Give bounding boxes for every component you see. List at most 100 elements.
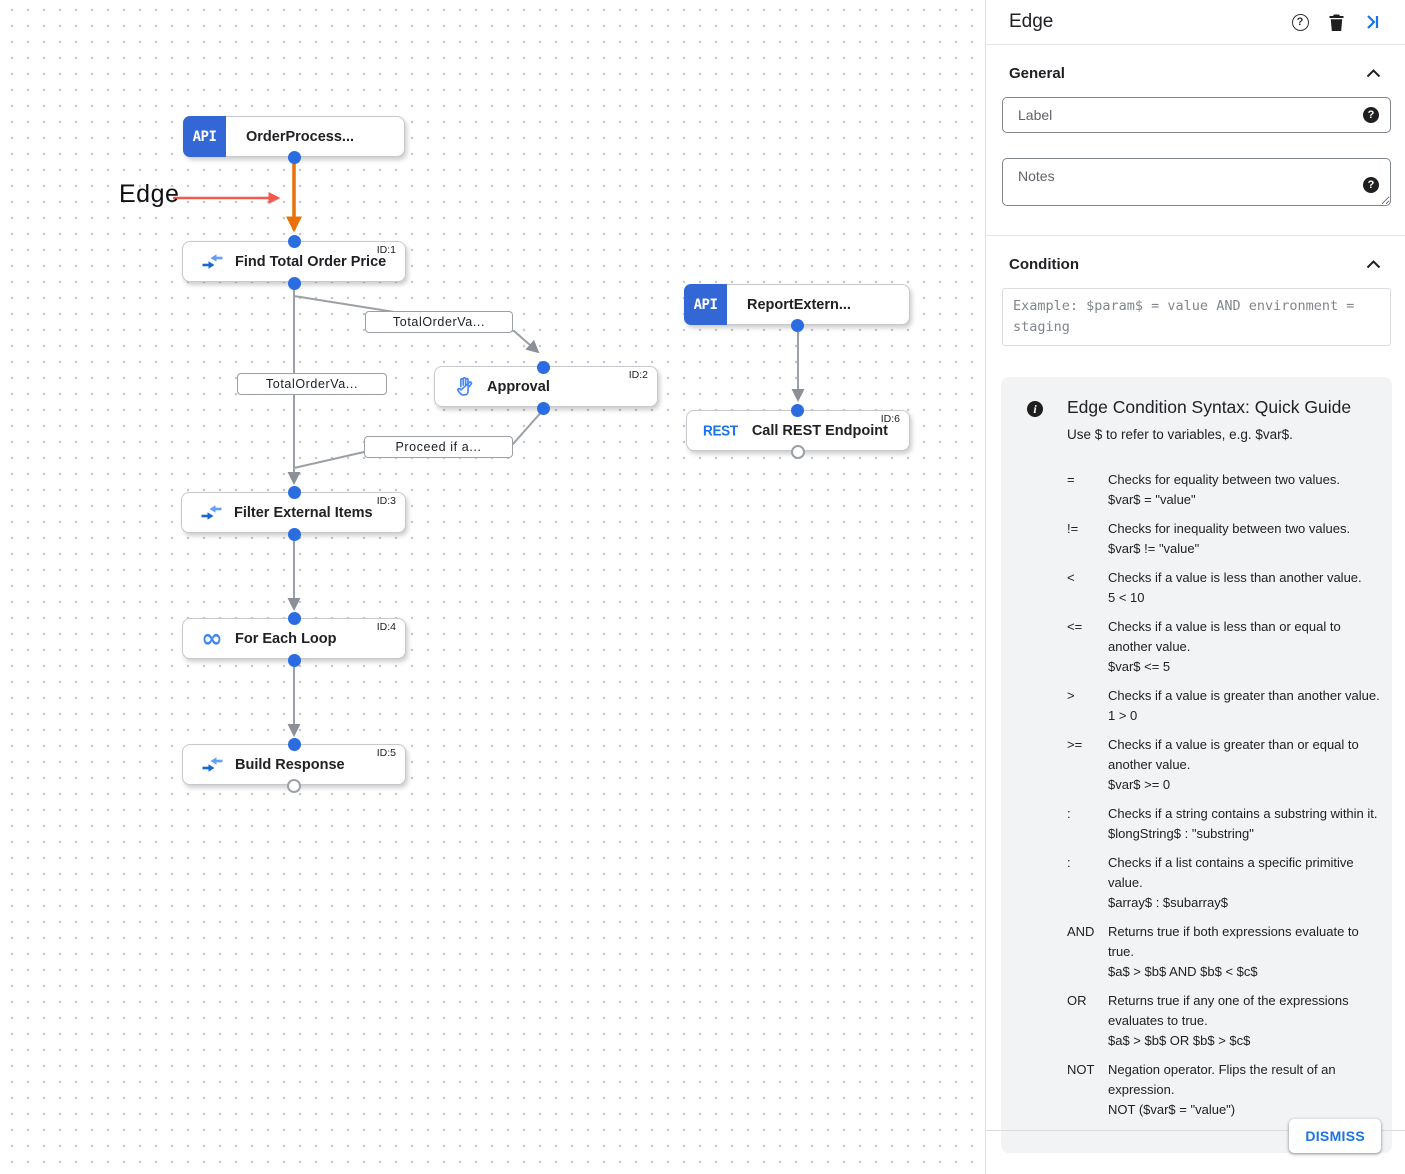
node-report-extern-trigger[interactable]: API ReportExtern... bbox=[684, 284, 910, 325]
notes-input[interactable] bbox=[1002, 158, 1391, 206]
edge-label-proceed-if[interactable]: Proceed if a... bbox=[364, 436, 513, 458]
notes-field-wrap bbox=[1002, 158, 1391, 211]
node-id-badge: ID:4 bbox=[376, 621, 396, 633]
delete-edge-button[interactable] bbox=[1325, 11, 1347, 33]
edge-config-panel: Edge General Condition Edge bbox=[985, 0, 1405, 1174]
guide-operator: > bbox=[1067, 688, 1075, 703]
data-mapping-icon bbox=[198, 504, 224, 521]
label-input[interactable] bbox=[1002, 97, 1391, 133]
edge-label-total-order-2[interactable]: TotalOrderVa... bbox=[237, 373, 387, 395]
help-filled-icon[interactable] bbox=[1363, 107, 1379, 123]
port-out-empty[interactable] bbox=[791, 445, 805, 459]
guide-example: $var$ = "value" bbox=[1108, 492, 1196, 507]
guide-example: $var$ >= 0 bbox=[1108, 777, 1171, 792]
guide-description: Checks if a value is less than or equal … bbox=[1108, 617, 1382, 677]
guide-row: < Checks if a value is less than another … bbox=[1067, 568, 1382, 608]
guide-operator: < bbox=[1067, 570, 1075, 585]
chevron-up-icon bbox=[1366, 69, 1381, 78]
guide-operator: <= bbox=[1067, 619, 1083, 634]
guide-operator: : bbox=[1067, 806, 1071, 821]
guide-operator: = bbox=[1067, 472, 1075, 487]
data-mapping-icon bbox=[199, 756, 225, 773]
dismiss-button[interactable]: DISMISS bbox=[1289, 1119, 1381, 1153]
node-label: Filter External Items bbox=[234, 504, 373, 521]
condition-section-title: Condition bbox=[1009, 256, 1079, 273]
port-in[interactable] bbox=[288, 235, 301, 248]
port-in[interactable] bbox=[288, 738, 301, 751]
port-out-empty[interactable] bbox=[287, 779, 301, 793]
guide-description: Checks if a value is greater than anothe… bbox=[1108, 686, 1382, 726]
panel-title: Edge bbox=[1009, 11, 1054, 32]
port-in[interactable] bbox=[288, 612, 301, 625]
port-out[interactable] bbox=[288, 528, 301, 541]
port-out[interactable] bbox=[288, 277, 301, 290]
guide-operator: >= bbox=[1067, 737, 1083, 752]
port-in[interactable] bbox=[537, 361, 550, 374]
guide-description: Checks if a value is less than another v… bbox=[1108, 568, 1382, 608]
guide-description: Returns true if both expressions evaluat… bbox=[1108, 922, 1382, 982]
trash-icon bbox=[1329, 14, 1343, 31]
node-id-badge: ID:6 bbox=[880, 413, 900, 425]
guide-title: Edge Condition Syntax: Quick Guide bbox=[1067, 397, 1352, 417]
guide-row: >= Checks if a value is greater than or e… bbox=[1067, 735, 1382, 795]
workflow-canvas[interactable]: Edge API OrderProcess... ID:1 Find Total… bbox=[0, 0, 985, 1174]
edge-annotation-label: Edge bbox=[119, 180, 180, 208]
condition-syntax-guide-card: Edge Condition Syntax: Quick Guide Use $… bbox=[1001, 377, 1392, 1153]
guide-description: Checks if a value is greater than or equ… bbox=[1108, 735, 1382, 795]
port-out[interactable] bbox=[791, 319, 804, 332]
guide-example: $var$ <= 5 bbox=[1108, 659, 1171, 674]
collapse-general-button[interactable] bbox=[1366, 69, 1381, 78]
guide-description: Checks for inequality between two values… bbox=[1108, 519, 1382, 559]
guide-row: =Checks for equality between two values.… bbox=[1067, 470, 1382, 510]
collapse-panel-button[interactable] bbox=[1361, 11, 1383, 33]
node-order-process-trigger[interactable]: API OrderProcess... bbox=[183, 116, 405, 157]
guide-operator: NOT bbox=[1067, 1062, 1095, 1077]
guide-example: 5 < 10 bbox=[1108, 590, 1145, 605]
loop-infinity-icon: ∞ bbox=[201, 623, 223, 654]
guide-example: $longString$ : "substring" bbox=[1108, 826, 1254, 841]
condition-input[interactable] bbox=[1002, 288, 1391, 346]
node-id-badge: ID:5 bbox=[376, 747, 396, 759]
guide-row: :Checks if a string contains a substring… bbox=[1067, 804, 1382, 844]
port-in[interactable] bbox=[288, 486, 301, 499]
guide-operator: != bbox=[1067, 521, 1079, 536]
guide-description: Negation operator. Flips the result of a… bbox=[1108, 1060, 1382, 1120]
edges-layer bbox=[173, 158, 805, 737]
guide-row: <= Checks if a value is less than or equa… bbox=[1067, 617, 1382, 677]
condition-field-wrap bbox=[1002, 288, 1391, 351]
node-id-badge: ID:3 bbox=[376, 495, 396, 507]
guide-description: Returns true if any one of the expressio… bbox=[1108, 991, 1382, 1051]
port-out[interactable] bbox=[288, 654, 301, 667]
general-section-title: General bbox=[1009, 65, 1065, 82]
guide-description: Checks if a list contains a specific pri… bbox=[1108, 853, 1382, 913]
divider bbox=[986, 235, 1405, 236]
guide-example: $var$ != "value" bbox=[1108, 541, 1200, 556]
edge-label-total-order-1[interactable]: TotalOrderVa... bbox=[365, 311, 513, 333]
divider bbox=[986, 44, 1405, 45]
guide-example: $a$ > $b$ AND $b$ < $c$ bbox=[1108, 964, 1258, 979]
general-section-header: General bbox=[986, 65, 1405, 82]
guide-row: > Checks if a value is greater than anoth… bbox=[1067, 686, 1382, 726]
guide-row: NOT Negation operator. Flips the result o… bbox=[1067, 1060, 1382, 1120]
api-trigger-badge: API bbox=[183, 116, 226, 157]
help-filled-icon[interactable] bbox=[1363, 176, 1379, 193]
help-button[interactable] bbox=[1289, 11, 1311, 33]
node-id-badge: ID:1 bbox=[376, 244, 396, 256]
node-label: Find Total Order Price bbox=[235, 253, 387, 270]
port-out[interactable] bbox=[537, 402, 550, 415]
collapse-condition-button[interactable] bbox=[1366, 260, 1381, 269]
chevron-up-icon bbox=[1366, 260, 1381, 269]
info-icon bbox=[1027, 401, 1043, 417]
rest-task-badge: REST bbox=[703, 422, 738, 439]
port-in[interactable] bbox=[791, 404, 804, 417]
help-icon bbox=[1291, 13, 1309, 31]
node-label: OrderProcess... bbox=[246, 128, 354, 145]
node-label: For Each Loop bbox=[235, 630, 337, 647]
node-label: Call REST Endpoint bbox=[751, 422, 888, 439]
guide-example: NOT ($var$ = "value") bbox=[1108, 1102, 1236, 1117]
label-field-wrap bbox=[1002, 97, 1391, 133]
api-trigger-badge: API bbox=[684, 284, 727, 325]
port-out[interactable] bbox=[288, 151, 301, 164]
condition-section-header: Condition bbox=[986, 256, 1405, 273]
divider bbox=[986, 1130, 1405, 1131]
